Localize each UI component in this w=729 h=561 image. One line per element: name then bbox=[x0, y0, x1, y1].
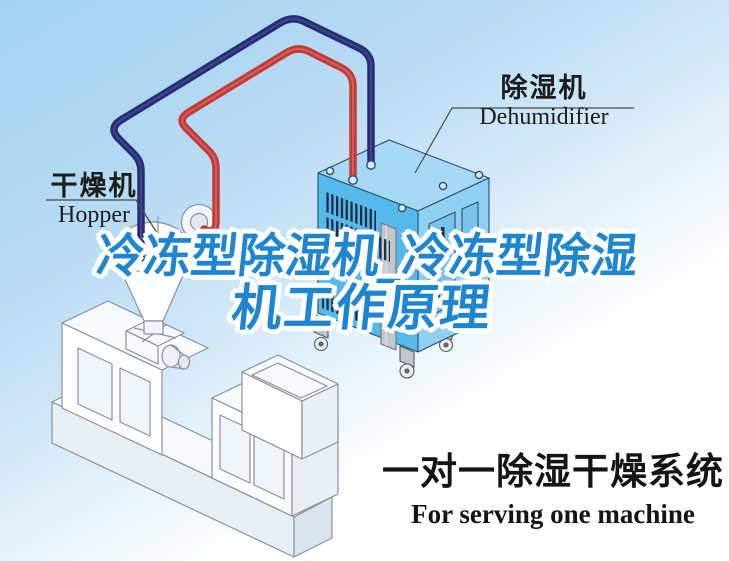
dehumidifier-label-zh: 除湿机 bbox=[500, 73, 588, 103]
red-supply-pipe bbox=[178, 45, 357, 235]
blue-return-pipe bbox=[110, 15, 375, 262]
molding-machine-illustration bbox=[51, 203, 339, 558]
dehumidifier-leader-line bbox=[414, 107, 634, 174]
system-caption-zh: 一对一除湿干燥系统 bbox=[382, 452, 724, 493]
system-caption: 一对一除湿干燥系统 For serving one machine bbox=[381, 450, 725, 532]
dehumidifier-label-en: Dehumidifier bbox=[479, 104, 609, 130]
hopper-label-en: Hopper bbox=[58, 202, 130, 228]
watermark-title: 冷冻型除湿机_冷冻型除湿 机工作原理 bbox=[0, 229, 729, 337]
dehumidifier-unit-illustration bbox=[313, 139, 490, 379]
hopper-leader-line bbox=[46, 199, 169, 251]
hose-entry-collars bbox=[348, 160, 376, 185]
dehumidifier-callout: 除湿机 Dehumidifier bbox=[446, 74, 642, 132]
watermark-title-line1: 冷冻型除湿机_冷冻型除湿 bbox=[94, 229, 641, 284]
watermark-title-line2: 机工作原理 bbox=[228, 278, 495, 337]
hopper-callout: 干燥机 Hopper bbox=[40, 172, 148, 230]
system-caption-en: For serving one machine bbox=[411, 499, 695, 529]
hopper-label-zh: 干燥机 bbox=[50, 171, 138, 201]
